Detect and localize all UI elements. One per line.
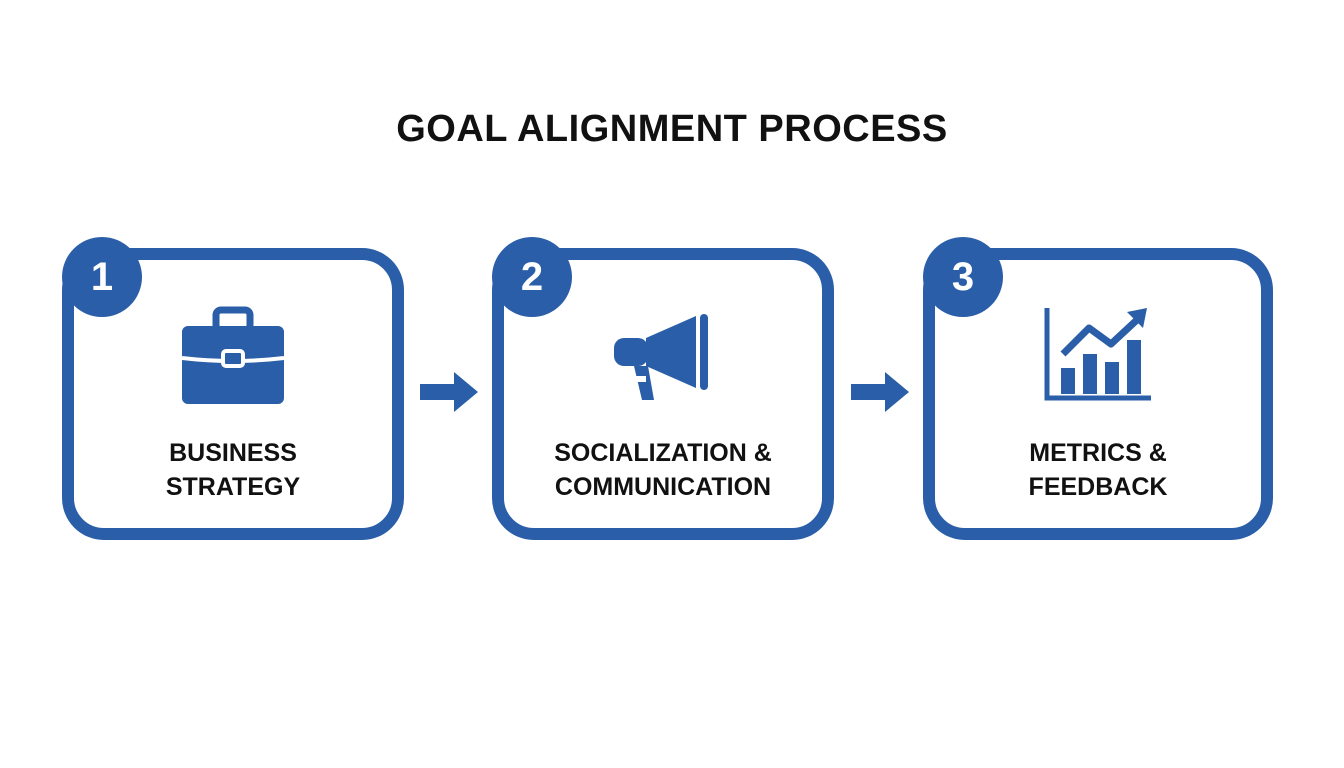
step-2-badge: 2 xyxy=(492,237,572,317)
megaphone-icon xyxy=(614,314,708,400)
step-1-badge: 1 xyxy=(62,237,142,317)
chart-growth-icon xyxy=(1044,308,1151,401)
step-2-label: SOCIALIZATION & COMMUNICATION xyxy=(554,439,772,501)
arrow-right-icon xyxy=(851,372,909,412)
step-3-label: METRICS & FEEDBACK xyxy=(1028,439,1168,501)
step-1-label: BUSINESS STRATEGY xyxy=(165,439,301,501)
briefcase-icon xyxy=(181,306,285,404)
step-1-card: BUSINESS STRATEGY xyxy=(62,248,404,540)
step-3-badge: 3 xyxy=(923,237,1003,317)
arrow-right-icon xyxy=(420,372,478,412)
page-title: GOAL ALIGNMENT PROCESS xyxy=(396,108,948,150)
